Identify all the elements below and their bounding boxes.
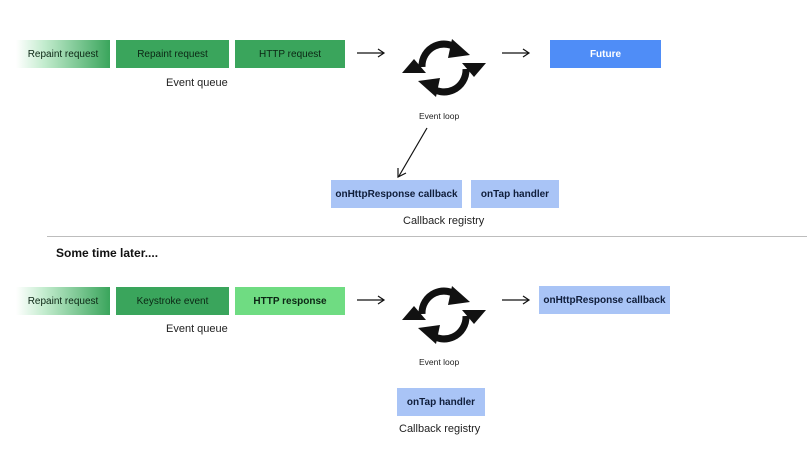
refresh-icon (402, 286, 486, 344)
bottom-registry-ontap: onTap handler (397, 388, 485, 416)
bottom-queue-item-2: Keystroke event (116, 287, 229, 315)
top-event-loop-label: Event loop (419, 111, 460, 121)
top-queue-item-3-label: HTTP request (258, 48, 322, 60)
top-queue-item-1-label: Repaint request (27, 48, 99, 60)
arrow-right-icon (502, 295, 531, 305)
bottom-queue-item-2-label: Keystroke event (136, 295, 209, 307)
bottom-callback-label: onHttpResponse callback (543, 294, 666, 306)
top-registry-ontap: onTap handler (471, 180, 559, 208)
bottom-event-loop-label: Event loop (419, 357, 460, 367)
top-future-label: Future (589, 48, 622, 60)
top-registry-callback: onHttpResponse callback (331, 180, 462, 208)
top-future-box: Future (550, 40, 661, 68)
bottom-registry-ontap-label: onTap handler (406, 396, 476, 408)
arrow-right-icon (357, 48, 386, 58)
bottom-queue-item-1: Repaint request (16, 287, 110, 315)
top-queue-item-2-label: Repaint request (137, 48, 208, 60)
top-queue-item-1: Repaint request (16, 40, 110, 68)
arrow-right-icon (357, 295, 386, 305)
top-callback-registry-label: Callback registry (403, 215, 485, 227)
arrow-down-left-icon (397, 127, 428, 178)
bottom-event-queue-label: Event queue (166, 323, 228, 335)
bottom-callback-box: onHttpResponse callback (539, 286, 670, 314)
top-event-queue-label: Event queue (166, 77, 228, 89)
bottom-queue-item-1-label: Repaint request (27, 295, 99, 307)
top-queue-item-2: Repaint request (116, 40, 229, 68)
top-queue-item-3: HTTP request (235, 40, 345, 68)
arrow-right-icon (502, 48, 531, 58)
top-registry-callback-label: onHttpResponse callback (335, 188, 458, 200)
time-later-heading: Some time later.... (56, 246, 159, 260)
bottom-callback-registry-label: Callback registry (399, 423, 481, 435)
top-registry-ontap-label: onTap handler (480, 188, 550, 200)
bottom-queue-item-3-label: HTTP response (253, 295, 327, 307)
refresh-icon (402, 39, 486, 97)
bottom-queue-item-3: HTTP response (235, 287, 345, 315)
section-divider (47, 236, 807, 237)
